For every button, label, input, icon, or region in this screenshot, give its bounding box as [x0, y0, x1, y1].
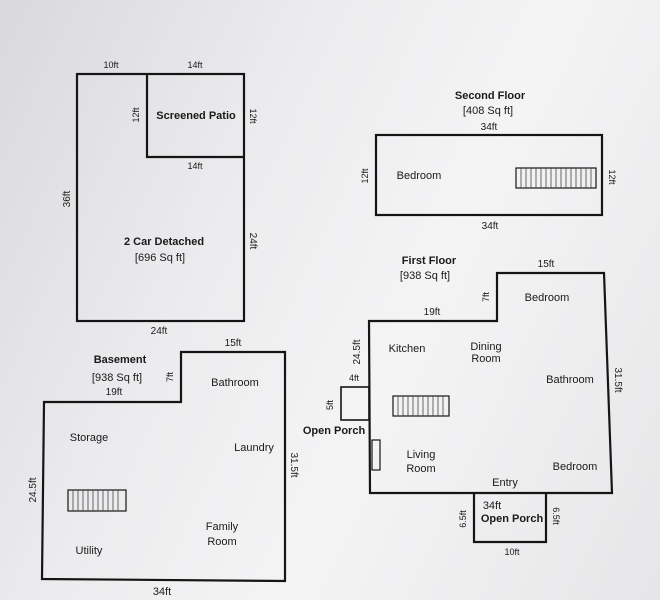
basement-outline — [40, 350, 287, 583]
first-floor-outline — [367, 271, 614, 495]
side-porch-outline — [340, 386, 370, 421]
basement-dim-notch: 7ft — [165, 372, 175, 383]
basement-dim-bottom: 34ft — [153, 586, 171, 598]
screened-patio-walls — [145, 74, 244, 159]
garage-dim-left: 36ft — [62, 190, 73, 207]
second-floor-bedroom-label: Bedroom — [397, 170, 442, 182]
basement-bathroom-label: Bathroom — [211, 377, 259, 389]
basement-dim-left: 24.5ft — [28, 477, 39, 502]
second-floor-dim-left: 12ft — [360, 168, 370, 184]
basement-dim-right: 31.5ft — [288, 452, 299, 477]
basement-stairs — [67, 489, 127, 512]
garage-dim-right: 24ft — [247, 233, 258, 250]
second-floor-plan: Second Floor [408 Sq ft] 34ft 12ft 12ft … — [360, 90, 617, 232]
side-porch-dim-left: 5ft — [325, 400, 335, 411]
basement-title: Basement — [94, 354, 147, 366]
side-door — [371, 439, 381, 471]
patio-dim-right: 12ft — [248, 108, 258, 124]
second-floor-area: [408 Sq ft] — [463, 105, 513, 117]
patio-dim-bottom: 14ft — [187, 161, 203, 171]
basement-area: [938 Sq ft] — [92, 372, 142, 384]
entry-label: Entry — [492, 477, 518, 489]
living-room-label-line2: Room — [406, 463, 435, 475]
garage-outline — [75, 72, 246, 323]
garage-dim-top-right: 14ft — [187, 60, 203, 70]
second-floor-dim-top: 34ft — [481, 122, 498, 133]
basement-plan: Basement [938 Sq ft] 15ft 7ft 19ft 24.5f… — [28, 338, 299, 598]
basement-dim-top-right: 15ft — [225, 338, 242, 349]
garage-dim-bottom: 24ft — [151, 326, 168, 337]
first-floor-dim-left: 24.5ft — [352, 339, 363, 364]
first-floor-stairs — [392, 395, 450, 417]
side-porch-label: Open Porch — [303, 425, 366, 437]
second-floor-outline — [374, 133, 604, 217]
second-floor-stairs — [515, 167, 597, 189]
first-floor-bedroom-bottom-label: Bedroom — [553, 461, 598, 473]
family-room-label-line1: Family — [206, 521, 239, 533]
first-floor-plan: First Floor [938 Sq ft] 15ft 7ft 19ft 24… — [303, 255, 623, 557]
first-floor-area: [938 Sq ft] — [400, 270, 450, 282]
front-porch-dim-bottom: 10ft — [504, 547, 520, 557]
utility-label: Utility — [76, 545, 103, 557]
kitchen-label: Kitchen — [389, 343, 426, 355]
front-porch-dim-left: 6.5ft — [458, 510, 468, 528]
dining-room-label-line2: Room — [471, 353, 500, 365]
family-room-label-line2: Room — [207, 536, 236, 548]
first-floor-dim-top-right: 15ft — [538, 259, 555, 270]
first-floor-title: First Floor — [402, 255, 457, 267]
basement-dim-top-left: 19ft — [106, 387, 123, 398]
second-floor-dim-right: 12ft — [607, 169, 617, 185]
first-floor-dim-top-left: 19ft — [424, 307, 441, 318]
patio-dim-left: 12ft — [131, 107, 141, 123]
garage-title: 2 Car Detached — [124, 236, 204, 248]
side-porch-dim-top: 4ft — [349, 373, 360, 383]
living-room-label-line1: Living — [407, 449, 436, 461]
second-floor-title: Second Floor — [455, 90, 526, 102]
second-floor-dim-bottom: 34ft — [482, 221, 499, 232]
front-porch-label: Open Porch — [481, 513, 544, 525]
screened-patio-label: Screened Patio — [156, 110, 236, 122]
first-floor-bathroom-label: Bathroom — [546, 374, 594, 386]
front-porch-outline — [472, 493, 548, 544]
garage-dim-top-left: 10ft — [103, 60, 119, 70]
garage-area: [696 Sq ft] — [135, 252, 185, 264]
storage-label: Storage — [70, 432, 109, 444]
laundry-label: Laundry — [234, 442, 274, 454]
first-floor-dim-right: 31.5ft — [612, 367, 623, 392]
dining-room-label-line1: Dining — [470, 341, 501, 353]
first-floor-dim-notch: 7ft — [481, 292, 491, 303]
front-porch-dim-right: 6.5ft — [551, 507, 561, 525]
garage-plan: 10ft 14ft 12ft 12ft Screened Patio 14ft … — [62, 60, 258, 337]
first-floor-dim-bottom: 34ft — [483, 500, 501, 512]
first-floor-bedroom-top-label: Bedroom — [525, 292, 570, 304]
